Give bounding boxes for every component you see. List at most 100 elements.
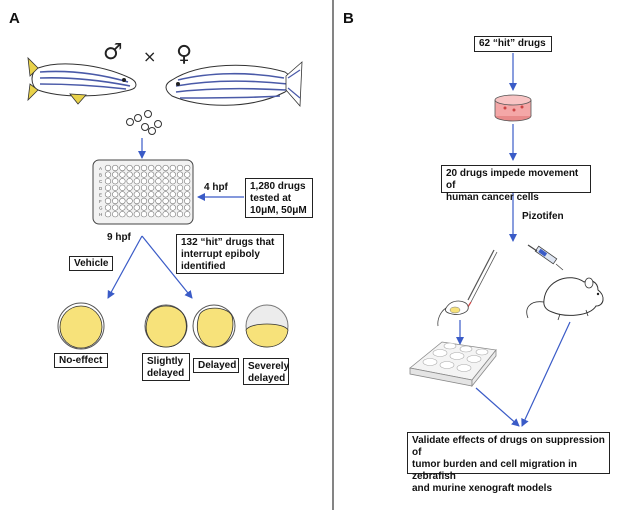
embryo-delayed — [192, 304, 236, 348]
plate-well — [140, 184, 148, 191]
plate-well — [169, 184, 176, 191]
plate-well — [112, 211, 119, 218]
plate-well — [184, 191, 191, 198]
plate-well — [176, 211, 184, 218]
hit-drugs-62-box: 62 “hit” drugs — [474, 36, 552, 52]
plate-well — [169, 171, 176, 178]
plate-well — [176, 204, 184, 211]
plate-well — [133, 184, 140, 191]
plate-well — [162, 164, 169, 172]
plate-well — [126, 211, 133, 218]
plate-well — [155, 171, 162, 178]
arrow-mouse-to-validate — [521, 321, 571, 427]
plate-well — [126, 184, 133, 191]
plate-well — [119, 204, 126, 211]
mouse-icon — [526, 277, 604, 321]
plate-well — [184, 197, 191, 205]
plate-well — [162, 184, 169, 191]
plate-well — [184, 171, 191, 178]
petri-dish-icon — [494, 94, 532, 122]
plate-well — [169, 164, 176, 172]
male-zebrafish-icon — [27, 56, 137, 105]
plate-well — [133, 164, 140, 172]
plate-well — [126, 164, 133, 172]
plate-well — [126, 171, 133, 178]
plate-well — [176, 184, 184, 191]
plate-well — [112, 164, 119, 172]
plate-well — [140, 171, 148, 178]
arrow-vehicle — [107, 235, 143, 299]
plate-well — [176, 197, 184, 205]
plate-well — [148, 191, 155, 198]
embryo-severely-delayed — [245, 304, 289, 348]
plate-well — [155, 197, 162, 205]
vehicle-box: Vehicle — [69, 256, 113, 271]
plate-well — [112, 184, 119, 191]
plate-well — [176, 178, 184, 185]
plate-well — [119, 171, 126, 178]
eggs-icon — [126, 110, 162, 135]
plate-well — [162, 211, 169, 218]
plate-well — [155, 164, 162, 172]
plate-well — [148, 211, 155, 218]
plate-well — [112, 204, 119, 211]
plate-well — [155, 191, 162, 198]
plate-well — [104, 164, 112, 172]
plate-well — [126, 197, 133, 205]
outcome-delayed: Delayed — [193, 358, 239, 373]
female-symbol: ♀ — [176, 42, 193, 67]
plate-well — [126, 178, 133, 185]
plate-well — [169, 191, 176, 198]
injection-needle-icon — [465, 249, 498, 311]
hpf-9-label: 9 hpf — [107, 232, 131, 243]
plate-well — [169, 178, 176, 185]
plate-well — [155, 204, 162, 211]
pizotifen-label: Pizotifen — [522, 211, 564, 222]
plate-well — [104, 197, 112, 205]
embryo-slightly-delayed — [144, 304, 188, 348]
plate-well — [155, 184, 162, 191]
plate-well — [176, 164, 184, 172]
plate-well — [169, 211, 176, 218]
plate-well — [140, 164, 148, 172]
plate-well — [148, 171, 155, 178]
panel-label-b: B — [343, 10, 354, 27]
plate-well — [162, 191, 169, 198]
plate-well — [140, 191, 148, 198]
plate-well — [133, 178, 140, 185]
plate-well — [104, 178, 112, 185]
plate-well — [184, 204, 191, 211]
plate-well — [176, 191, 184, 198]
plate-well — [148, 164, 155, 172]
zebrafish-larva-icon — [437, 300, 469, 327]
plate-well — [104, 171, 112, 178]
plate-well — [119, 197, 126, 205]
outcome-no-effect: No-effect — [54, 353, 108, 368]
plate-well — [155, 178, 162, 185]
plate-well — [104, 211, 112, 218]
plate-well — [169, 204, 176, 211]
drugs-tested-box: 1,280 drugs tested at 10μM, 50μM — [245, 178, 313, 218]
hit-drugs-box: 132 “hit” drugs that interrupt epiboly i… — [176, 234, 284, 274]
plate-well — [184, 211, 191, 218]
impede-movement-box: 20 drugs impede movement of human cancer… — [441, 165, 591, 203]
plate-well — [133, 204, 140, 211]
plate-well — [133, 191, 140, 198]
plate-well — [126, 204, 133, 211]
plate-well — [112, 178, 119, 185]
hpf-4-label: 4 hpf — [204, 182, 228, 193]
panel-label-a: A — [9, 10, 20, 27]
plate-well — [140, 178, 148, 185]
plate-well — [119, 191, 126, 198]
female-zebrafish-icon — [165, 61, 303, 108]
male-symbol: ♂ — [103, 40, 123, 65]
plate-well — [176, 171, 184, 178]
plate-well — [162, 197, 169, 205]
plate-well — [162, 178, 169, 185]
plate-well — [112, 197, 119, 205]
plate-row-label: C — [99, 179, 103, 184]
